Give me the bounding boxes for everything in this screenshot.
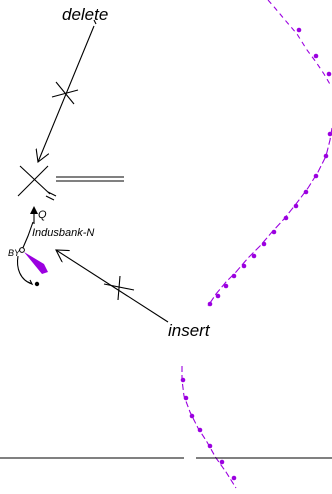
magenta-dot — [231, 475, 237, 481]
magenta-dot — [293, 203, 299, 209]
magenta-dot — [323, 153, 329, 159]
magenta-dot — [207, 301, 213, 307]
magenta-dot — [189, 413, 195, 419]
magenta-dot — [327, 131, 332, 137]
magenta-dot — [231, 273, 237, 279]
q-label: Q — [38, 209, 47, 221]
magenta-curve-lower — [181, 366, 237, 489]
magenta-dot — [326, 71, 332, 77]
magenta-dot — [197, 427, 203, 433]
magenta-dot — [313, 173, 319, 179]
magenta-dot — [241, 263, 247, 269]
magenta-dot — [207, 443, 213, 449]
magenta-dot — [183, 395, 189, 401]
magenta-dots-upper — [207, 27, 332, 307]
by-symbol — [16, 221, 48, 287]
insert-arrow — [56, 19, 169, 323]
magenta-dot — [180, 377, 186, 383]
insert-label: insert — [168, 321, 211, 340]
magenta-dot — [261, 241, 267, 247]
magenta-dots-lower — [180, 377, 237, 481]
magenta-dot — [283, 215, 289, 221]
magenta-dot — [303, 189, 309, 195]
delete-label: delete — [62, 5, 108, 24]
magenta-dot — [313, 53, 319, 59]
magenta-dot — [271, 229, 277, 235]
magenta-dot — [296, 27, 302, 33]
magenta-dot — [251, 253, 257, 259]
magenta-dot — [215, 293, 221, 299]
by-label: BY — [8, 248, 21, 258]
magenta-dot — [219, 459, 225, 465]
magenta-curve-upper — [207, 0, 332, 307]
delete-arrow — [38, 25, 95, 162]
x-target — [17, 165, 124, 201]
magenta-dot — [223, 283, 229, 289]
q-arrow — [30, 206, 38, 224]
indusbank-label: Indusbank-N — [32, 227, 94, 239]
